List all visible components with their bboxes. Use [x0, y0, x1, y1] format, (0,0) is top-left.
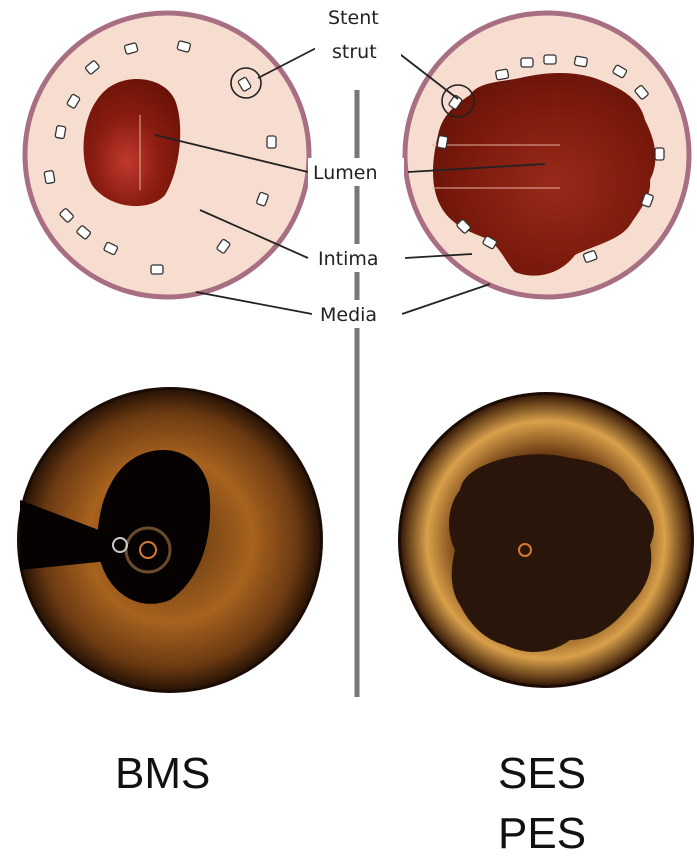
pes-caption: PES: [498, 812, 586, 856]
ses-oct-image: [398, 392, 694, 688]
strut-label: strut: [332, 41, 377, 63]
lumen-label: Lumen: [313, 162, 378, 184]
bms-oct-image: [17, 387, 323, 693]
ses-caption: SES: [498, 752, 586, 796]
bms-caption: BMS: [115, 752, 210, 796]
stent-label: Stent: [328, 7, 379, 29]
media-label: Media: [320, 304, 377, 326]
ses-schematic: [405, 13, 689, 297]
bms-schematic: [25, 13, 309, 297]
intima-label: Intima: [318, 248, 379, 270]
